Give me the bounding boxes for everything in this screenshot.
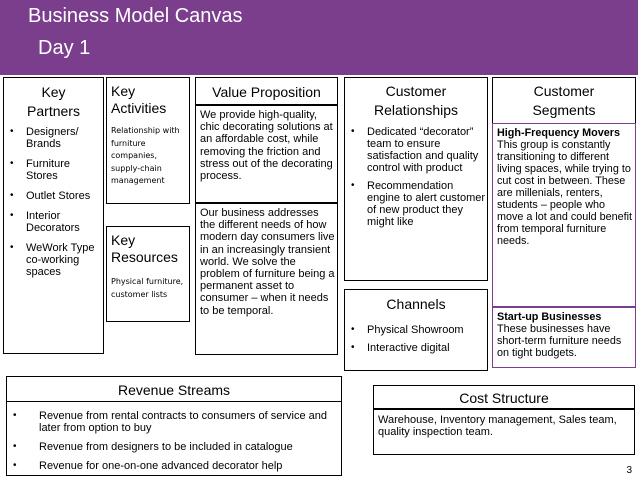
list-item: Revenue from designers to be included in… <box>11 441 337 453</box>
list-item: Outlet Stores <box>8 190 100 202</box>
list-item: Dedicated “decorator” team to ensure sat… <box>349 126 485 174</box>
customer-segments-heading: Customer Segments <box>532 83 596 118</box>
key-activities-box: Key Activities Relationship with furnitu… <box>106 77 190 204</box>
segment-description: This group is constantly transitioning t… <box>497 139 633 247</box>
revenue-streams-heading: Revenue Streams <box>117 382 231 398</box>
list-item: WeWork Type co-working spaces <box>8 242 100 278</box>
key-resources-heading: Key Resources <box>111 232 178 265</box>
segment-description: These businesses have short-term furnitu… <box>497 323 622 359</box>
key-partners-list: Designers/ Brands Furniture Stores Outle… <box>8 126 100 286</box>
customer-relationships-heading: Customer Relationships <box>373 83 459 118</box>
key-activities-text: Relationship with furniture companies, s… <box>111 126 180 185</box>
segment-start-up-businesses: Start-up Businesses These businesses hav… <box>492 307 636 368</box>
segment-title: High-Frequency Movers <box>497 127 620 139</box>
value-proposition-box-1: We provide high-quality, chic decorating… <box>195 105 338 203</box>
segment-title: Start-up Businesses <box>497 311 602 323</box>
value-proposition-text-2: Our business addresses the different nee… <box>200 207 335 317</box>
value-proposition-box-2: Our business addresses the different nee… <box>195 203 338 355</box>
key-resources-box: Key Resources Physical furniture, custom… <box>106 226 190 322</box>
list-item: Recommendation engine to alert customer … <box>349 180 485 228</box>
slide-subtitle: Day 1 <box>38 37 91 59</box>
customer-relationships-box: Customer Relationships Dedicated “decora… <box>344 77 488 281</box>
channels-list: Physical Showroom Interactive digital <box>349 324 485 362</box>
list-item: Revenue from rental contracts to consume… <box>11 410 337 434</box>
list-item: Revenue for one-on-one advanced decorato… <box>11 460 337 472</box>
page-number: 3 <box>626 465 632 476</box>
revenue-streams-divider <box>7 401 341 402</box>
slide-header: Business Model Canvas Day 1 <box>0 0 638 75</box>
cost-structure-heading: Cost Structure <box>459 390 549 406</box>
channels-box: Channels Physical Showroom Interactive d… <box>344 289 488 371</box>
revenue-streams-list: Revenue from rental contracts to consume… <box>11 410 337 480</box>
list-item: Interactive digital <box>349 342 485 354</box>
value-proposition-heading-box: Value Proposition <box>195 77 338 105</box>
value-proposition-heading: Value Proposition <box>212 84 321 100</box>
cost-structure-text: Warehouse, Inventory management, Sales t… <box>378 414 617 439</box>
slide-title: Business Model Canvas <box>28 5 243 27</box>
customer-relationships-list: Dedicated “decorator” team to ensure sat… <box>349 126 485 236</box>
key-partners-heading: Key Partners <box>27 84 80 119</box>
list-item: Designers/ Brands <box>8 126 100 150</box>
list-item: Physical Showroom <box>349 324 485 336</box>
key-partners-box: Key Partners Designers/ Brands Furniture… <box>3 77 104 354</box>
channels-heading: Channels <box>386 296 446 312</box>
key-resources-text: Physical furniture, customer lists <box>111 277 184 299</box>
key-activities-heading: Key Activities <box>111 83 167 116</box>
cost-structure-heading-box: Cost Structure <box>373 385 635 409</box>
revenue-streams-box: Revenue Streams Revenue from rental cont… <box>6 376 342 476</box>
list-item: Interior Decorators <box>8 210 100 234</box>
list-item: Furniture Stores <box>8 158 100 182</box>
value-proposition-text-1: We provide high-quality, chic decorating… <box>200 109 333 183</box>
cost-structure-box: Warehouse, Inventory management, Sales t… <box>373 409 635 455</box>
segment-high-frequency-movers: High-Frequency Movers This group is cons… <box>492 123 636 307</box>
